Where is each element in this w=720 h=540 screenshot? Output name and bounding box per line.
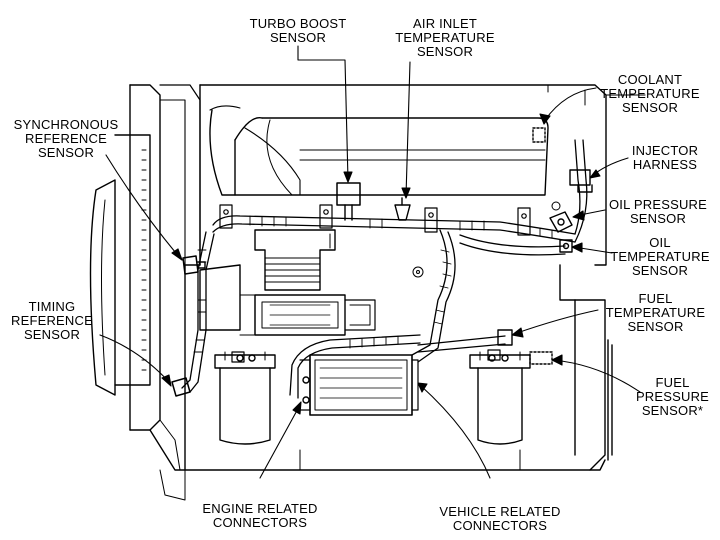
label-line: SENSOR [621, 100, 679, 115]
label-line: CONNECTORS [212, 515, 308, 530]
label-oil-temp-sensor: OIL TEMPERATURE SENSOR [605, 236, 715, 278]
sensor-sync-reference [182, 255, 206, 275]
label-line: SENSOR [629, 211, 687, 226]
engine-block [184, 84, 646, 471]
oil-filter-right [469, 351, 531, 445]
label-line: TURBO BOOST [249, 16, 347, 31]
label-air-inlet-temp-sensor: AIR INLET TEMPERATURE SENSOR [380, 17, 510, 59]
label-timing-reference-sensor: TIMING REFERENCE SENSOR [4, 300, 100, 342]
label-line: TEMPERATURE [610, 249, 710, 264]
label-line: VEHICLE RELATED [439, 504, 561, 519]
leader-lines [99, 45, 641, 479]
label-line: INJECTOR [631, 143, 699, 158]
harness-clamps [219, 204, 531, 363]
label-vehicle-related-connectors: VEHICLE RELATED CONNECTORS [425, 505, 575, 533]
label-line: ENGINE RELATED [202, 501, 318, 516]
label-line: SENSOR [23, 327, 81, 342]
oil-filter-left [214, 351, 276, 445]
label-injector-harness: INJECTOR HARNESS [620, 144, 710, 172]
label-line: OIL [649, 235, 671, 250]
label-oil-pressure-sensor: OIL PRESSURE SENSOR [603, 198, 713, 226]
label-turbo-boost-sensor: TURBO BOOST SENSOR [228, 17, 368, 45]
label-synchronous-reference-sensor: SYNCHRONOUS REFERENCE SENSOR [6, 118, 126, 160]
sensor-oil-pressure [549, 211, 573, 233]
label-engine-related-connectors: ENGINE RELATED CONNECTORS [190, 502, 330, 530]
label-line: PRESSURE [635, 389, 710, 404]
label-line: REFERENCE [11, 313, 93, 328]
sensor-turbo-boost [336, 182, 361, 221]
label-line: SENSOR [416, 44, 474, 59]
label-fuel-pressure-sensor: FUEL PRESSURE SENSOR* [630, 376, 715, 418]
label-line: FUEL [638, 291, 673, 306]
label-line: SENSOR [269, 30, 327, 45]
label-line: OIL PRESSURE [608, 197, 707, 212]
label-line: TEMPERATURE [600, 86, 700, 101]
sensor-fuel-temp [497, 329, 513, 346]
label-line: SENSOR [627, 319, 684, 334]
sensor-fuel-pressure [529, 351, 553, 365]
sensor-oil-temp [559, 239, 573, 253]
ecm-module [299, 354, 419, 416]
label-line: SENSOR [37, 145, 95, 160]
label-line: SENSOR [631, 263, 689, 278]
sensor-injector-connector [569, 169, 593, 193]
engine-details [329, 201, 561, 278]
label-line: AIR INLET [413, 16, 477, 31]
air-compressor [199, 229, 376, 336]
label-fuel-temp-sensor: FUEL TEMPERATURE SENSOR [598, 292, 713, 334]
label-line: HARNESS [632, 157, 698, 172]
label-line: REFERENCE [25, 131, 107, 146]
valve-cover [209, 105, 549, 196]
label-coolant-temp-sensor: COOLANT TEMPERATURE SENSOR [590, 73, 710, 115]
label-line: FUEL [655, 375, 690, 390]
front-pulley [89, 84, 201, 501]
sensor-timing-reference [171, 377, 191, 397]
label-line: TEMPERATURE [605, 305, 706, 320]
label-line: COOLANT [617, 72, 683, 87]
label-line: SYNCHRONOUS [13, 117, 119, 132]
label-line: TIMING [28, 299, 76, 314]
sensor-air-inlet-temp [394, 197, 411, 221]
label-line: TEMPERATURE [395, 30, 495, 45]
label-line: SENSOR* [641, 403, 704, 418]
label-line: CONNECTORS [452, 518, 548, 533]
sensor-coolant-temp [532, 127, 546, 143]
